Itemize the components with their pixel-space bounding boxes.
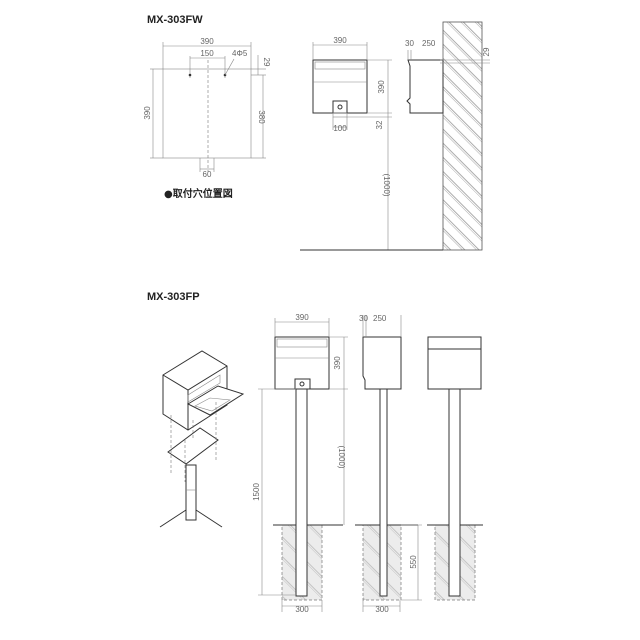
post [185,464,197,521]
dim-hole-spacing: 150 [200,49,214,58]
dim-hole-spec: 4Φ5 [232,49,248,58]
wall-side-view: 30 250 29 [300,21,491,251]
dim-bottom: 60 [203,170,212,179]
post [295,388,308,597]
dim-box-height: (1000) [337,445,346,468]
dim-height: 390 [377,80,386,94]
wall [442,21,483,251]
dim-width: 390 [200,37,214,46]
dim-lock-offset: 32 [375,120,384,129]
dim-width: 390 [295,313,309,322]
dim-depth: 250 [373,314,387,323]
post [379,388,388,597]
dim-height: 390 [333,356,342,370]
dim-height: 390 [143,106,152,120]
dim-post-length: 1500 [252,483,261,501]
dim-lid: 30 [359,314,368,323]
dim-top-offset: 29 [262,58,271,67]
dim-footing-depth: 550 [409,555,418,569]
dim-mount-height: (1000) [382,173,391,196]
wall-front-view: 390 390 32 100 (1000) [312,36,392,250]
dim-width: 390 [333,36,347,45]
dim-depth: 250 [422,39,436,48]
hole-layout-diagram: 390 150 4Φ5 29 380 390 60 ●取付穴位置図 [143,37,271,200]
dim-lid: 30 [405,39,414,48]
hole-layout-caption: ●取付穴位置図 [164,187,233,200]
dim-footing: 300 [295,605,309,614]
post-back-view [427,336,483,601]
dim-lock-width: 100 [333,124,347,133]
post-side-view: 30 250 550 300 [355,314,422,614]
post-model-title: MX-303FP [147,291,200,303]
wall-model-title: MX-303FW [147,14,203,26]
dim-hole-height: 380 [257,110,266,124]
post-front-view: 390 390 (1000) 1500 300 [252,313,348,614]
post [448,388,461,597]
exploded-isometric-view [159,350,245,528]
mount-hole [188,73,192,77]
dim-footing: 300 [375,605,389,614]
dim-top: 29 [482,47,491,56]
